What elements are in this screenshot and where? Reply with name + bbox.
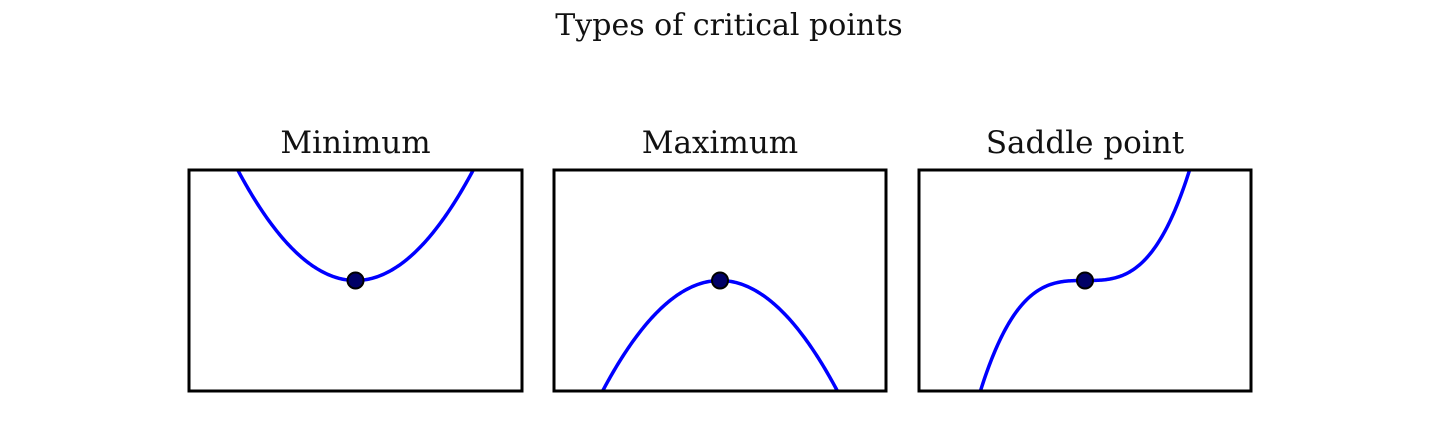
panel-title-minimum: Minimum	[280, 125, 430, 161]
panels-group: Minimum Maximum Saddle point	[187, 125, 1253, 393]
panel-minimum: Minimum	[187, 125, 524, 393]
critical-point-maximum	[711, 271, 729, 290]
figure-title: Types of critical points	[555, 8, 902, 43]
critical-point-minimum	[346, 271, 365, 290]
panel-maximum: Maximum	[552, 125, 888, 393]
panel-saddle-point: Saddle point	[917, 125, 1253, 393]
plot-frame-minimum	[187, 168, 524, 393]
panel-title-saddle-point: Saddle point	[986, 125, 1185, 161]
plot-frame-maximum	[552, 168, 888, 393]
panel-title-maximum: Maximum	[642, 125, 798, 161]
plot-frame-saddle-point	[917, 168, 1253, 393]
critical-point-saddle-point	[1076, 271, 1094, 290]
